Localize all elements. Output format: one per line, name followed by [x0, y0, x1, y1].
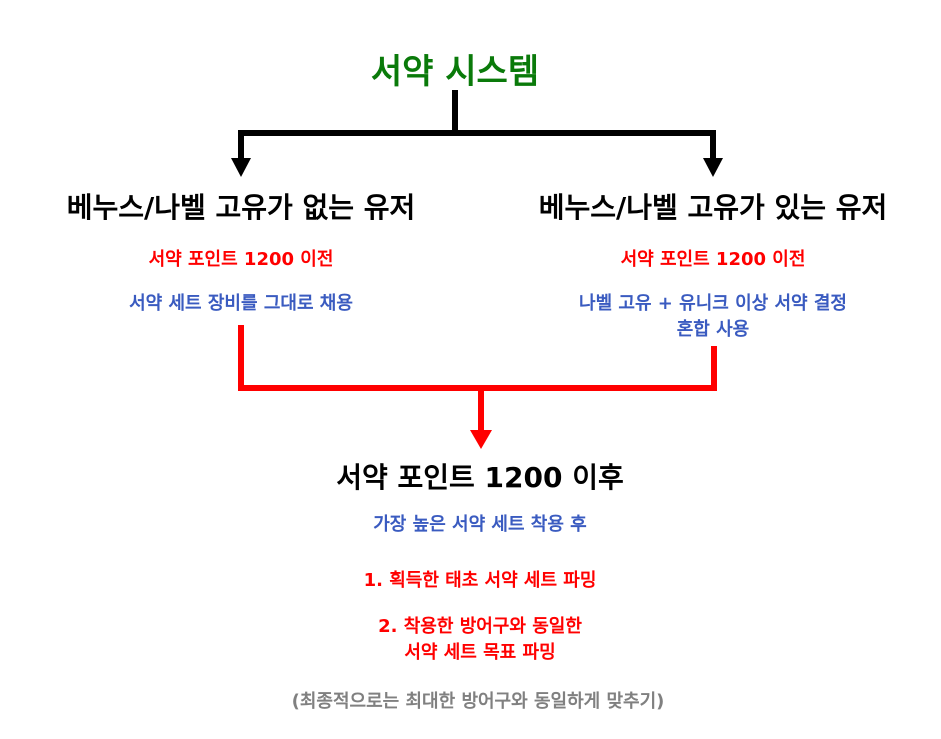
right-action-line2: 혼합 사용: [676, 319, 750, 340]
right-action: 나벨 고유 + 유니크 이상 서약 결정 혼합 사용: [579, 291, 847, 343]
red-connectors: [238, 325, 717, 432]
black-connectors: [238, 90, 716, 160]
after-step1: 1. 획득한 태초 서약 세트 파밍: [363, 570, 597, 591]
arrow-left-black: [231, 158, 251, 177]
arrow-down-red: [470, 430, 492, 449]
arrow-right-black: [703, 158, 723, 177]
right-action-line1: 나벨 고유 + 유니크 이상 서약 결정: [579, 293, 847, 314]
after-step2: 2. 착용한 방어구와 동일한 서약 세트 목표 파밍: [378, 614, 582, 666]
after-note: (최종적으로는 최대한 방어구와 동일하게 맞추기): [291, 691, 665, 712]
after-step0: 가장 높은 서약 세트 착용 후: [373, 514, 587, 535]
after-step2-line2: 서약 세트 목표 파밍: [404, 642, 556, 663]
left-heading: 베누스/나벨 고유가 없는 유저: [66, 191, 416, 224]
right-heading: 베누스/나벨 고유가 있는 유저: [538, 191, 888, 224]
after-heading: 서약 포인트 1200 이후: [336, 461, 624, 494]
left-condition: 서약 포인트 1200 이전: [148, 249, 334, 270]
right-condition: 서약 포인트 1200 이전: [620, 249, 806, 270]
left-action: 서약 세트 장비를 그대로 채용: [129, 293, 353, 314]
diagram-title: 서약 시스템: [370, 52, 540, 92]
after-step2-line1: 2. 착용한 방어구와 동일한: [378, 616, 582, 637]
